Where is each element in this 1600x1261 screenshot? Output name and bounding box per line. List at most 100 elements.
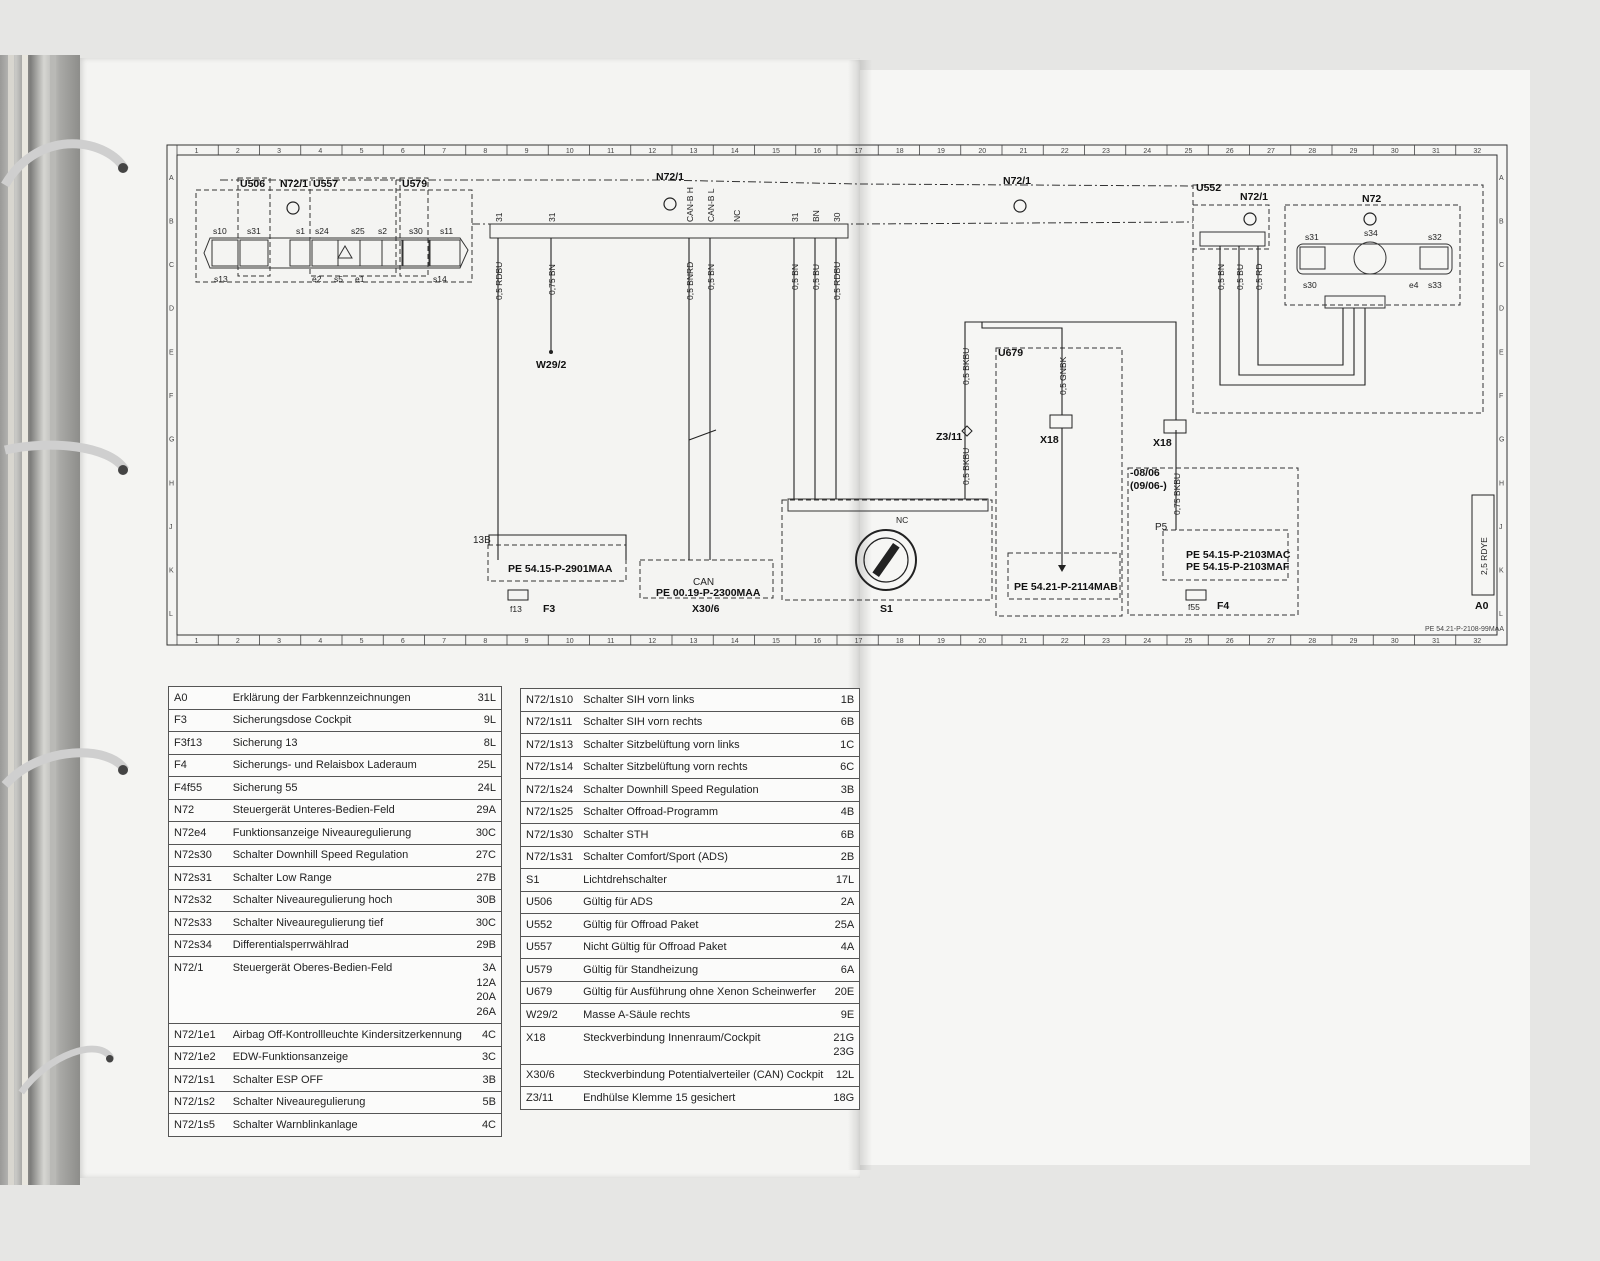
pin-label: NC: [732, 210, 742, 222]
legend-code: N72s34: [168, 934, 228, 957]
label-09-06: (09/06-): [1130, 480, 1167, 492]
legend-desc: Schalter Comfort/Sport (ADS): [578, 846, 829, 869]
grid-index: 4: [318, 148, 322, 155]
grid-index: 28: [1308, 148, 1316, 155]
group-u557: [309, 177, 397, 277]
grid-index: 6: [401, 638, 405, 645]
wire-break: [688, 429, 717, 441]
grid-index: 8: [483, 638, 487, 645]
a0-legend-box: [1471, 494, 1495, 596]
grid-index: 20: [978, 148, 986, 155]
switch-panel-outline: [203, 237, 469, 269]
grid-index: 3: [277, 638, 281, 645]
switch-label: s34: [1364, 228, 1378, 238]
label-f4: F4: [1217, 600, 1229, 612]
grid-index: A: [1499, 175, 1504, 182]
n72-unit-icon: [1363, 212, 1377, 226]
wire-label: 0,5 BN: [790, 264, 800, 290]
binder-spine: [0, 55, 80, 1185]
grid-index: 2: [236, 638, 240, 645]
light-switch-s1: [855, 529, 917, 591]
legend-loc-group: 21G 23G: [828, 1026, 860, 1065]
grid-index: 2: [236, 148, 240, 155]
grid-index: 15: [772, 638, 780, 645]
wire-label: 0,5 RDBU: [832, 262, 842, 300]
legend-code: X30/6: [520, 1064, 579, 1087]
legend-loc: 17L: [828, 868, 860, 892]
legend-loc: 3B: [828, 778, 860, 802]
wire-bn-n72: [1219, 246, 1366, 386]
grid-index: K: [1499, 568, 1504, 575]
label-u579: U579: [402, 178, 427, 190]
grid-index: E: [169, 349, 174, 356]
grid-index: 21: [1020, 638, 1028, 645]
grid-index: 16: [813, 638, 821, 645]
legend-loc: 20E: [828, 981, 860, 1004]
grid-index: 22: [1061, 638, 1069, 645]
f3-fuse: [507, 589, 529, 601]
legend-desc: Schalter Low Range: [227, 866, 467, 890]
legend-loc: 6A: [828, 958, 860, 982]
grid-index: 5: [360, 148, 364, 155]
grid-index: 32: [1473, 638, 1481, 645]
legend-loc: 25A: [828, 913, 860, 937]
table-row: X18 Steckverbindung Innenraum/Cockpit 21…: [520, 1026, 860, 1065]
label-f3-fuse: f13: [510, 604, 522, 614]
legend-loc: 23G: [833, 1046, 855, 1058]
legend-desc: Schalter Niveauregulierung tief: [227, 911, 467, 935]
label-p5: P5: [1155, 522, 1168, 533]
legend-loc: 12L: [828, 1064, 860, 1087]
legend-loc: 31L: [466, 686, 502, 710]
legend-code: U506: [520, 891, 579, 914]
grid-index: C: [169, 262, 174, 269]
legend-desc: Schalter Downhill Speed Regulation: [227, 844, 467, 867]
legend-loc: 8L: [466, 731, 502, 755]
legend-loc: 3A: [482, 962, 496, 974]
legend-desc: Schalter STH: [578, 823, 829, 847]
grid-index: 9: [525, 638, 529, 645]
grid-index: 18: [896, 638, 904, 645]
label-f3: F3: [543, 603, 555, 615]
label-n72: N72: [1362, 193, 1381, 205]
legend-desc: EDW-Funktionsanzeige: [227, 1046, 467, 1069]
legend-desc: Schalter Niveauregulierung: [227, 1091, 467, 1114]
x18-connector-a: [1049, 414, 1073, 429]
legend-loc: 9E: [828, 1003, 860, 1027]
legend-code: N72e4: [168, 821, 228, 845]
legend-code: Z3/11: [520, 1086, 579, 1110]
grid-index: 9: [525, 148, 529, 155]
legend-desc: Schalter Sitzbelüftung vorn links: [578, 733, 829, 757]
grid-index: 17: [855, 148, 863, 155]
pin-label: BN: [811, 210, 821, 222]
label-u557: U557: [313, 178, 338, 190]
legend-code: A0: [168, 686, 228, 710]
table-row: N72/1 Steuergerät Oberes-Bedien-Feld 3A …: [168, 956, 502, 1024]
grid-index: D: [1499, 306, 1504, 313]
legend-code: N72/1s1: [168, 1068, 228, 1092]
grid-index: 31: [1432, 638, 1440, 645]
legend-loc: 26A: [476, 1005, 496, 1018]
wire-label: 0,5 BNRD: [685, 262, 695, 300]
label-z3-11: Z3/11: [936, 431, 962, 443]
grid-index: 17: [855, 638, 863, 645]
legend-code: N72/1s25: [520, 801, 579, 824]
switch-s30: [402, 239, 430, 267]
legend-code: N72/1s24: [520, 778, 579, 802]
wire-gnbk-x18: [981, 322, 1063, 415]
switch-n72-s31: [1299, 246, 1326, 270]
group-s1: [781, 499, 993, 601]
binder-page-edge: [22, 55, 28, 1185]
legend-code: U552: [520, 913, 579, 937]
legend-loc: 27C: [466, 844, 502, 867]
grid-index: 30: [1391, 148, 1399, 155]
arrow-u679: [1058, 565, 1066, 572]
